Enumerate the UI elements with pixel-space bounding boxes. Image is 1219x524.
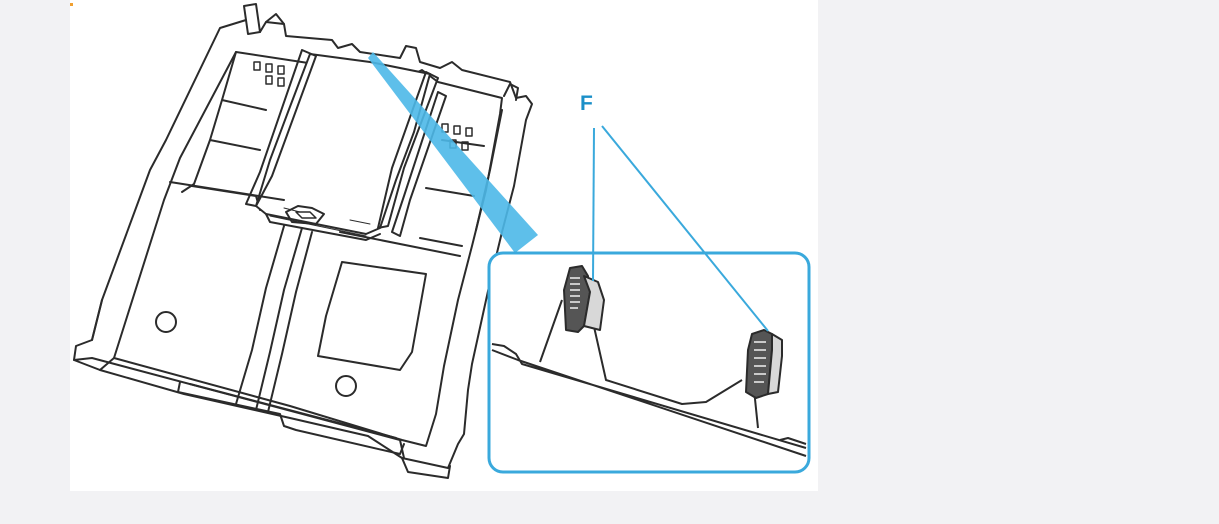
callout-f: F	[580, 92, 769, 332]
left-base-line	[91, 299, 115, 371]
slot-4	[265, 75, 273, 85]
slot-2	[265, 63, 273, 73]
slot-3	[277, 65, 285, 75]
slot-10	[461, 141, 469, 151]
callout-label: F	[580, 92, 593, 115]
front-divider-right	[255, 227, 303, 411]
front-lip	[73, 357, 451, 479]
back-tab-mid	[265, 13, 285, 25]
zoomed-tray-corner	[779, 437, 807, 445]
right-guide-rail	[419, 109, 503, 247]
slot-7	[453, 125, 461, 135]
zoomed-tray-edge	[491, 343, 807, 457]
paper-cassette-diagram: F	[70, 3, 811, 479]
paper-guide-right	[377, 71, 439, 229]
paper-cassette	[73, 3, 533, 479]
front-divider-right-2	[267, 231, 313, 413]
paper-stack-edge	[265, 213, 381, 241]
front-divider-left	[235, 225, 285, 405]
paper-guide-left	[245, 49, 317, 207]
zoomed-guide-left-ridges	[570, 277, 580, 309]
zoom-callout-beam	[368, 52, 538, 253]
hole-right	[335, 375, 357, 397]
slot-8	[465, 127, 473, 137]
figure-panel: F	[70, 0, 818, 491]
slot-5	[277, 77, 285, 87]
center-tab-inner	[295, 211, 317, 219]
corner-mark	[70, 3, 73, 6]
front-section-line	[169, 181, 461, 257]
zoomed-guide-right-face	[767, 333, 783, 395]
front-recess	[317, 261, 427, 371]
paper-guide-right-2	[391, 91, 447, 237]
back-tab-left	[243, 3, 261, 33]
callout-line-left	[592, 127, 595, 282]
zoomed-detail	[491, 265, 807, 457]
back-tab-right	[503, 83, 519, 101]
zoomed-guide-right-ridges	[754, 341, 766, 383]
paper-stack	[255, 53, 431, 235]
center-tab	[285, 205, 325, 225]
slot-1	[253, 61, 261, 71]
left-guide-rail	[181, 51, 267, 211]
callout-line-right	[601, 125, 769, 332]
hole-left	[155, 311, 177, 333]
zoomed-guide-left-face	[583, 275, 605, 331]
